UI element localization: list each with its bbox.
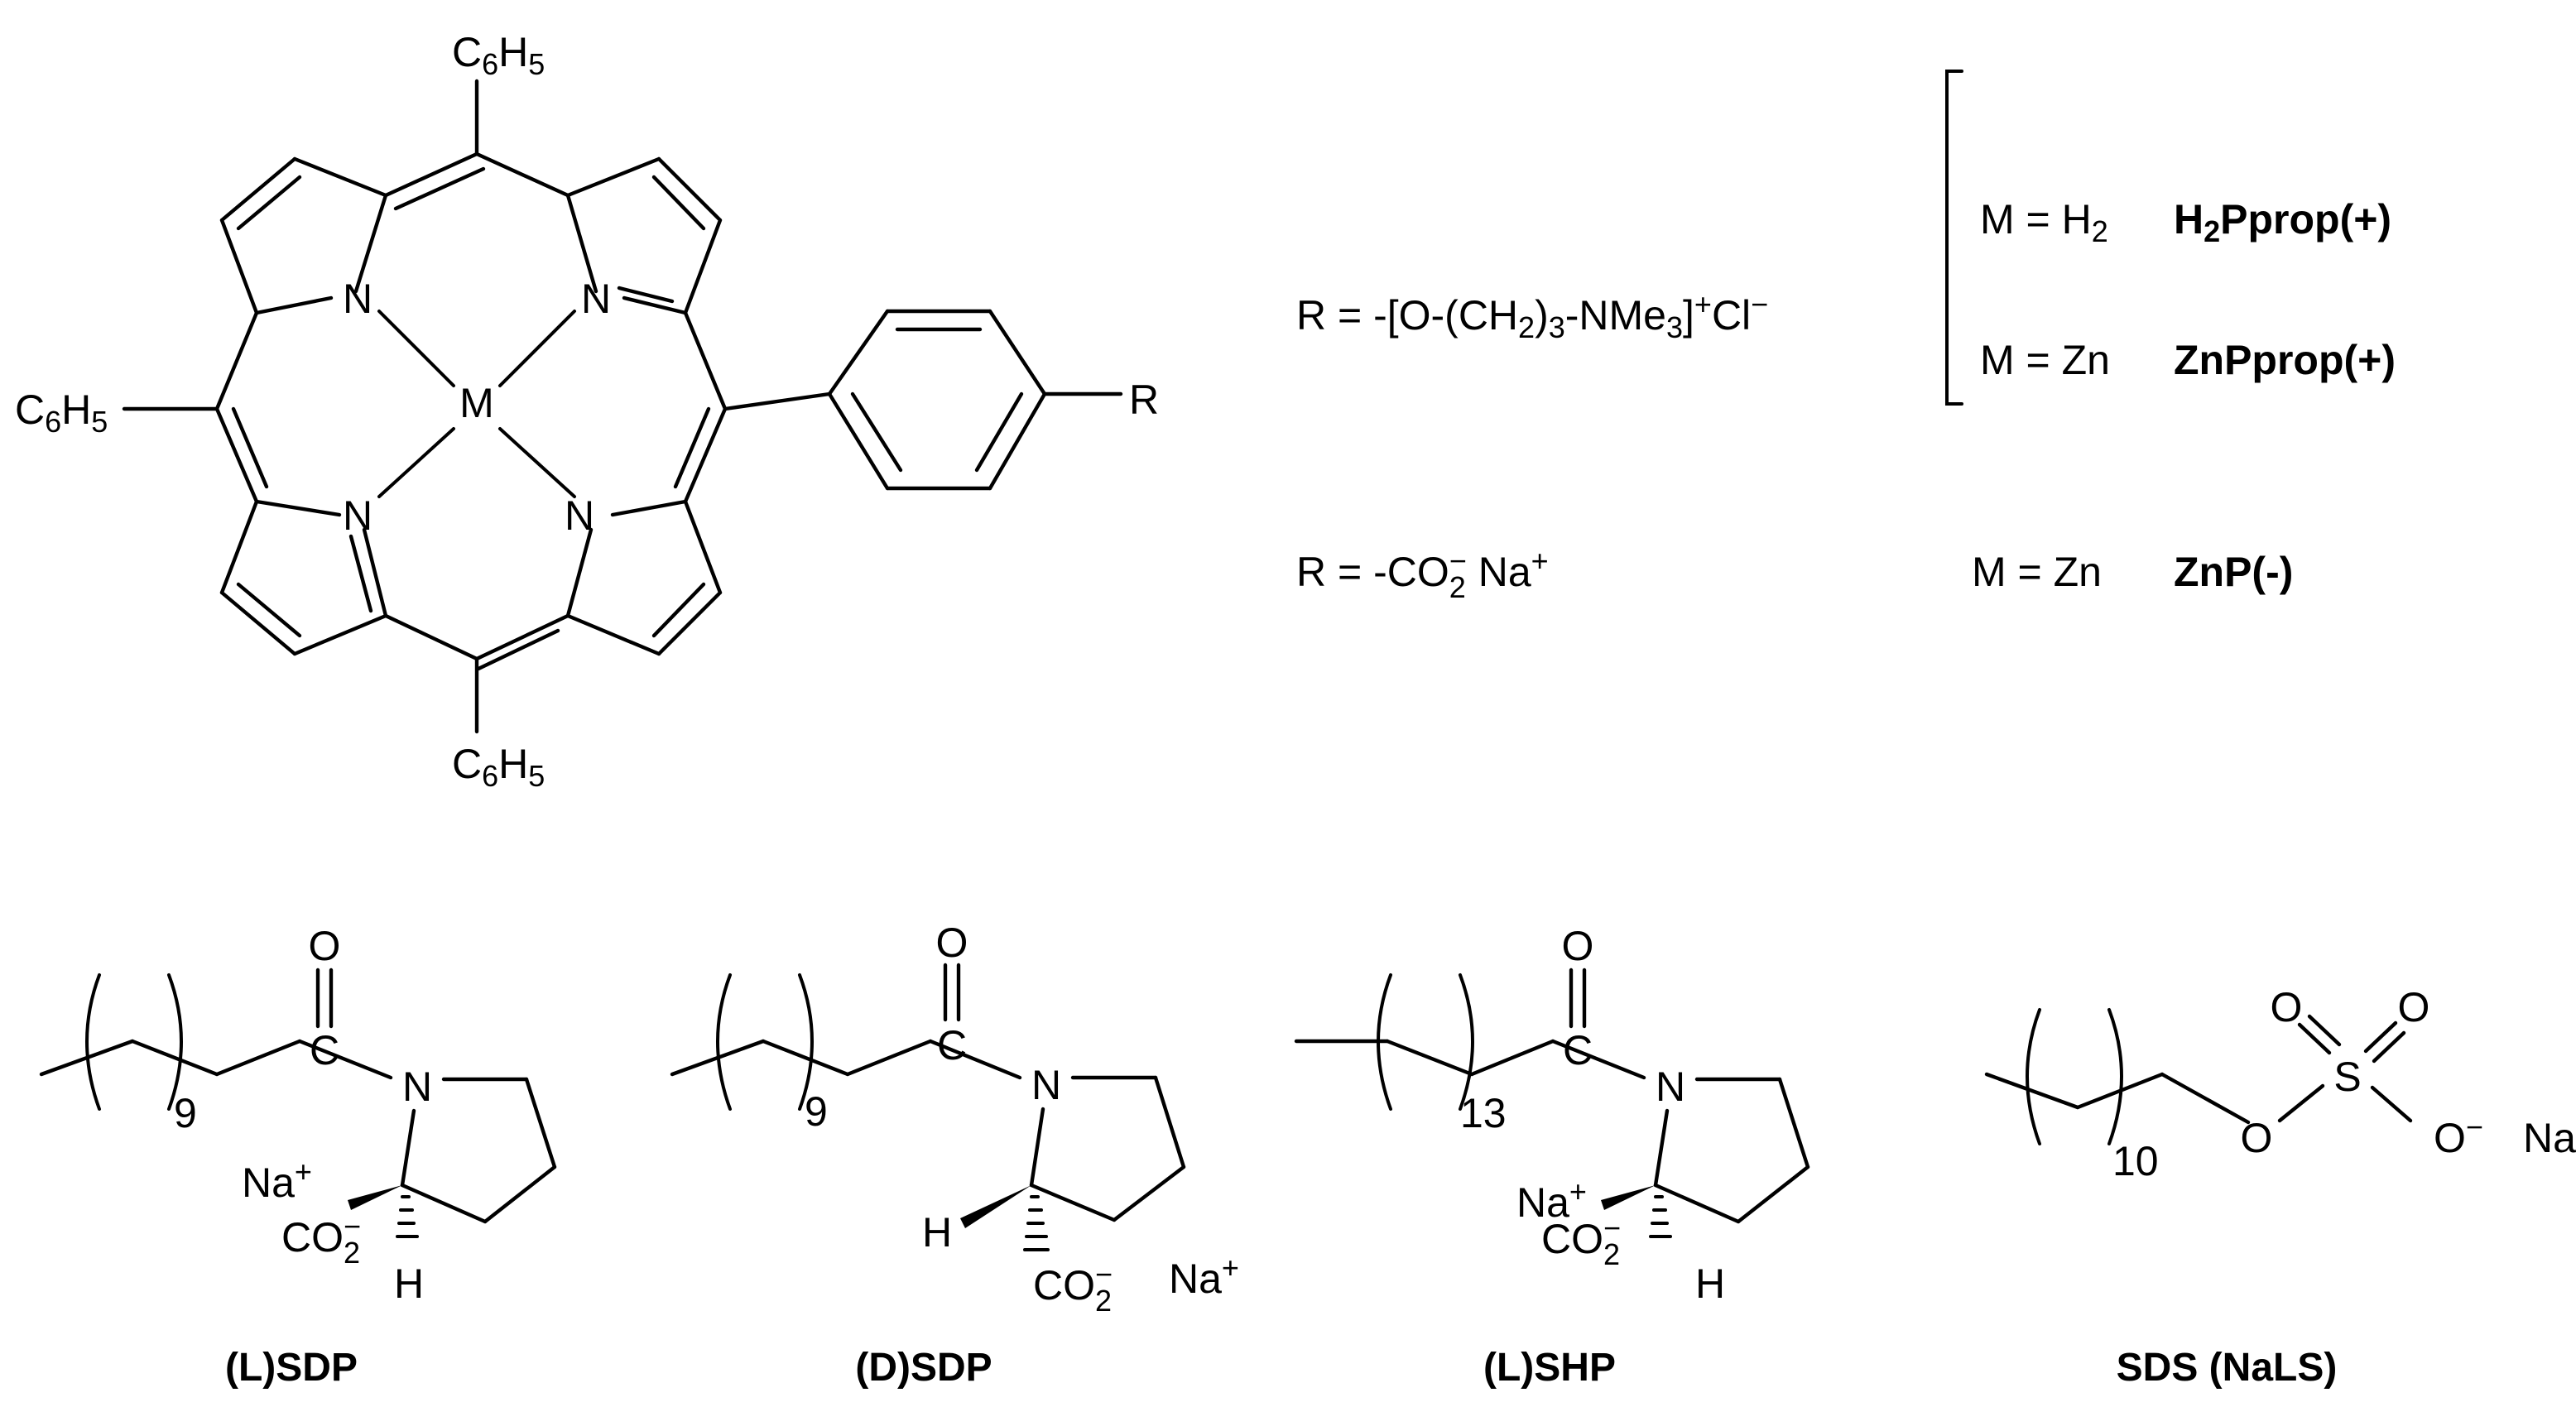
- o-atom-ester: O: [2241, 1115, 2273, 1161]
- wedge-bond: [960, 1185, 1031, 1228]
- counter-ion: Na+: [1516, 1174, 1587, 1226]
- wedge-bond: [348, 1185, 402, 1210]
- r-definition-cationic: R = -[O-(CH2)3-NMe3]+Cl−: [1296, 287, 1768, 344]
- substituent-definitions: R = -[O-(CH2)3-NMe3]+Cl− M = H2 H2Pprop(…: [1296, 70, 2396, 604]
- compound-name-znp: ZnP(-): [2174, 549, 2293, 595]
- surfactant-lshp: 13 O C N Na+ CO2− H (L)SHP: [1294, 923, 1810, 1390]
- porphyrin-bonds: [122, 79, 1123, 734]
- m-definition-h2: M = H2: [1980, 196, 2108, 248]
- n-atom-ul: N: [343, 276, 372, 322]
- m-definition-zn2: M = Zn: [1972, 549, 2102, 595]
- carboxylate: CO2−: [1541, 1211, 1621, 1271]
- hash-bond: [396, 1195, 419, 1238]
- compound-name-sds: SDS (NaLS): [2117, 1346, 2338, 1390]
- compound-name-lsdp: (L)SDP: [225, 1346, 358, 1390]
- compound-name-h2pprop: H2Pprop(+): [2174, 196, 2391, 248]
- o-atom-2: O: [2398, 984, 2430, 1030]
- n-atom-ll: N: [343, 492, 372, 539]
- wedge-bond: [1601, 1185, 1656, 1210]
- c-atom: C: [937, 1022, 967, 1068]
- surfactant-dsdp: 9 O C N H CO2− Na+ (D)SDP: [670, 920, 1239, 1390]
- compound-name-lshp: (L)SHP: [1483, 1346, 1616, 1390]
- o-atom: O: [1562, 923, 1594, 969]
- n-atom-lr: N: [565, 492, 594, 539]
- carboxylate: CO2−: [1033, 1257, 1113, 1318]
- metal-atom: M: [459, 380, 494, 426]
- r-definition-anionic: R = -CO2− Na+: [1296, 544, 1549, 604]
- surfactant-sds: 10 O S O O O− Na+ SDS (NaLS): [1984, 984, 2576, 1390]
- h-atom: H: [922, 1209, 952, 1256]
- surfactant-lsdp: 9 O C N Na+ CO2− H (L)SDP: [39, 923, 557, 1390]
- h-atom: H: [394, 1261, 424, 1307]
- repeat-count: 9: [174, 1090, 197, 1136]
- phenyl-label-left: C6H5: [15, 387, 108, 439]
- counter-ion: Na+: [1169, 1251, 1239, 1302]
- c-atom: C: [310, 1027, 339, 1073]
- repeat-count: 10: [2112, 1138, 2159, 1184]
- h-atom: H: [1695, 1261, 1725, 1307]
- carboxylate: CO2−: [281, 1209, 361, 1270]
- hash-bond: [1023, 1195, 1050, 1251]
- r-group-atom: R: [1129, 377, 1159, 423]
- counter-ion: Na+: [242, 1155, 312, 1206]
- n-atom: N: [1031, 1062, 1061, 1108]
- n-atom: N: [402, 1064, 432, 1110]
- phenyl-label-top: C6H5: [452, 29, 545, 81]
- hash-bond: [1649, 1195, 1672, 1238]
- compound-name-znpprop: ZnPprop(+): [2174, 337, 2396, 383]
- c-atom: C: [1563, 1027, 1593, 1073]
- o-atom: O: [936, 920, 968, 966]
- compound-name-dsdp: (D)SDP: [855, 1346, 992, 1390]
- counter-ion: Na+: [2523, 1110, 2576, 1161]
- n-atom: N: [1656, 1064, 1685, 1110]
- o-atom: O: [309, 923, 341, 969]
- repeat-count: 9: [805, 1088, 828, 1135]
- phenyl-label-bottom: C6H5: [452, 741, 545, 793]
- m-definition-zn1: M = Zn: [1980, 337, 2110, 383]
- repeat-count: 13: [1460, 1090, 1507, 1136]
- bracket-icon: [1945, 70, 1963, 406]
- n-atom-ur: N: [581, 276, 611, 322]
- sulfate-oxygen: O−: [2434, 1110, 2483, 1161]
- s-atom: S: [2333, 1054, 2361, 1100]
- porphyrin-structure: M N N N N R C6H5 C6H5 C6H5: [15, 29, 1159, 793]
- o-atom-1: O: [2271, 984, 2303, 1030]
